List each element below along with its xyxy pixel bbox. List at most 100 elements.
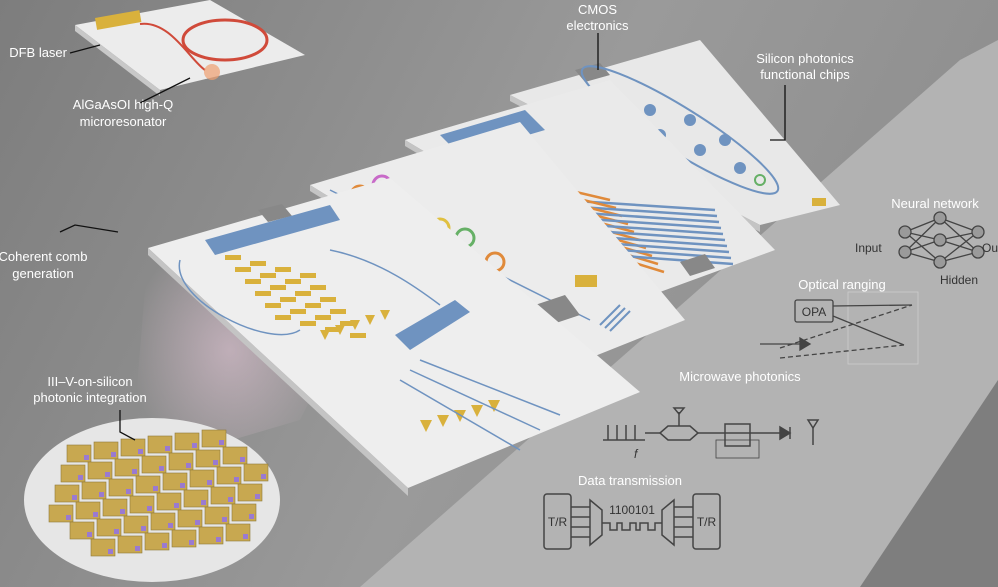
iii-v-wafer bbox=[24, 418, 280, 582]
label-comb-2: generation bbox=[12, 266, 74, 281]
gold-pad bbox=[420, 420, 432, 432]
gold-component bbox=[270, 285, 286, 290]
gold-component bbox=[315, 315, 331, 320]
wafer-die-pad bbox=[111, 452, 116, 457]
wafer-die-pad bbox=[192, 443, 197, 448]
label-comb-1: Coherent comb bbox=[0, 249, 88, 264]
gold-component bbox=[225, 255, 241, 260]
nn-edge bbox=[904, 217, 941, 253]
wafer-die-pad bbox=[174, 503, 179, 508]
wafer-die-pad bbox=[228, 497, 233, 502]
tr-right-label: T/R bbox=[696, 515, 717, 529]
nn-hidden-label: Hidden bbox=[940, 273, 979, 287]
nn-edge bbox=[939, 217, 979, 233]
gold-component bbox=[340, 321, 356, 326]
wafer-die-pad bbox=[84, 455, 89, 460]
label-iiiv-1: III–V-on-silicon bbox=[47, 374, 133, 389]
dfb-microresonator-chip bbox=[75, 0, 305, 96]
wafer-die-pad bbox=[195, 520, 200, 525]
wafer-die-pad bbox=[186, 463, 191, 468]
label-microresonator-1: AlGaAsOI high-Q bbox=[72, 97, 174, 112]
label-iiiv-2: photonic integration bbox=[33, 390, 147, 405]
gold-component bbox=[310, 285, 326, 290]
nn-node bbox=[898, 245, 912, 259]
wafer-die-pad bbox=[105, 472, 110, 477]
label-microresonator-2: microresonator bbox=[79, 114, 167, 129]
gold-pad bbox=[365, 315, 375, 325]
gold-pad bbox=[488, 400, 500, 412]
gold-component bbox=[350, 333, 366, 338]
gold-component bbox=[325, 327, 341, 332]
wafer-die-pad bbox=[120, 509, 125, 514]
gold-component bbox=[330, 309, 346, 314]
optical-ranging-diagram bbox=[760, 291, 919, 365]
gold-component bbox=[275, 267, 291, 272]
gold-component bbox=[300, 273, 316, 278]
nn-output-label: Out bbox=[982, 241, 998, 255]
nn-edge bbox=[904, 231, 941, 263]
wafer-die-pad bbox=[180, 483, 185, 488]
nn-node bbox=[933, 255, 947, 269]
gold-component bbox=[265, 303, 281, 308]
wafer-die-pad bbox=[159, 466, 164, 471]
gold-pad bbox=[350, 320, 360, 330]
wafer-die-pad bbox=[108, 549, 113, 554]
wafer-die-pad bbox=[165, 446, 170, 451]
gold-component bbox=[300, 321, 316, 326]
wafer-die-pad bbox=[93, 512, 98, 517]
wafer-die-pad bbox=[135, 546, 140, 551]
wafer-die-pad bbox=[222, 517, 227, 522]
gold-pad bbox=[320, 330, 330, 340]
wafer-die-pad bbox=[72, 495, 77, 500]
wafer-die-pad bbox=[132, 469, 137, 474]
nn-node bbox=[933, 233, 947, 247]
wafer-die-pad bbox=[255, 494, 260, 499]
label-dfb-laser: DFB laser bbox=[9, 45, 67, 60]
wafer-die-pad bbox=[78, 475, 83, 480]
neural-network-title: Neural network bbox=[891, 196, 979, 211]
wafer-die-pad bbox=[138, 449, 143, 454]
wafer-die-pad bbox=[114, 529, 119, 534]
gold-component bbox=[320, 297, 336, 302]
data-transmission-diagram bbox=[543, 493, 721, 550]
label-cmos-2: electronics bbox=[566, 18, 629, 33]
microwave-photonics-title: Microwave photonics bbox=[679, 369, 801, 384]
wafer-die-pad bbox=[249, 514, 254, 519]
gold-component bbox=[285, 279, 301, 284]
wafer-die-pad bbox=[201, 500, 206, 505]
gold-pad bbox=[471, 405, 483, 417]
gold-component bbox=[305, 303, 321, 308]
gold-pad bbox=[335, 325, 345, 335]
gold-component bbox=[280, 297, 296, 302]
label-sipho-1: Silicon photonics bbox=[756, 51, 854, 66]
wafer-die-pad bbox=[243, 534, 248, 539]
wafer-die-pad bbox=[87, 532, 92, 537]
bits-label: 1100101 bbox=[609, 503, 655, 517]
frequency-axis-label: f bbox=[634, 447, 638, 461]
nn-edge bbox=[939, 231, 979, 263]
nn-node bbox=[898, 225, 912, 239]
silicon-photonics-chip bbox=[148, 178, 640, 496]
wafer-die-pad bbox=[207, 480, 212, 485]
gold-component bbox=[260, 273, 276, 278]
wafer-die-pad bbox=[240, 457, 245, 462]
wafer-die-pad bbox=[261, 474, 266, 479]
wafer-die-pad bbox=[66, 515, 71, 520]
nn-node bbox=[933, 211, 947, 225]
wafer-die-pad bbox=[99, 492, 104, 497]
wafer-die-pad bbox=[147, 506, 152, 511]
gold-component bbox=[235, 267, 251, 272]
wafer-die-pad bbox=[126, 489, 131, 494]
gold-component bbox=[255, 291, 271, 296]
gold-component bbox=[275, 315, 291, 320]
wafer-die-pad bbox=[216, 537, 221, 542]
nn-node bbox=[971, 245, 985, 259]
wafer-die-pad bbox=[153, 486, 158, 491]
gold-component bbox=[295, 291, 311, 296]
wafer-die-pad bbox=[213, 460, 218, 465]
nn-node bbox=[971, 225, 985, 239]
tr-left-label: T/R bbox=[547, 515, 568, 529]
neural-network-diagram bbox=[898, 211, 985, 269]
gold-component bbox=[290, 309, 306, 314]
